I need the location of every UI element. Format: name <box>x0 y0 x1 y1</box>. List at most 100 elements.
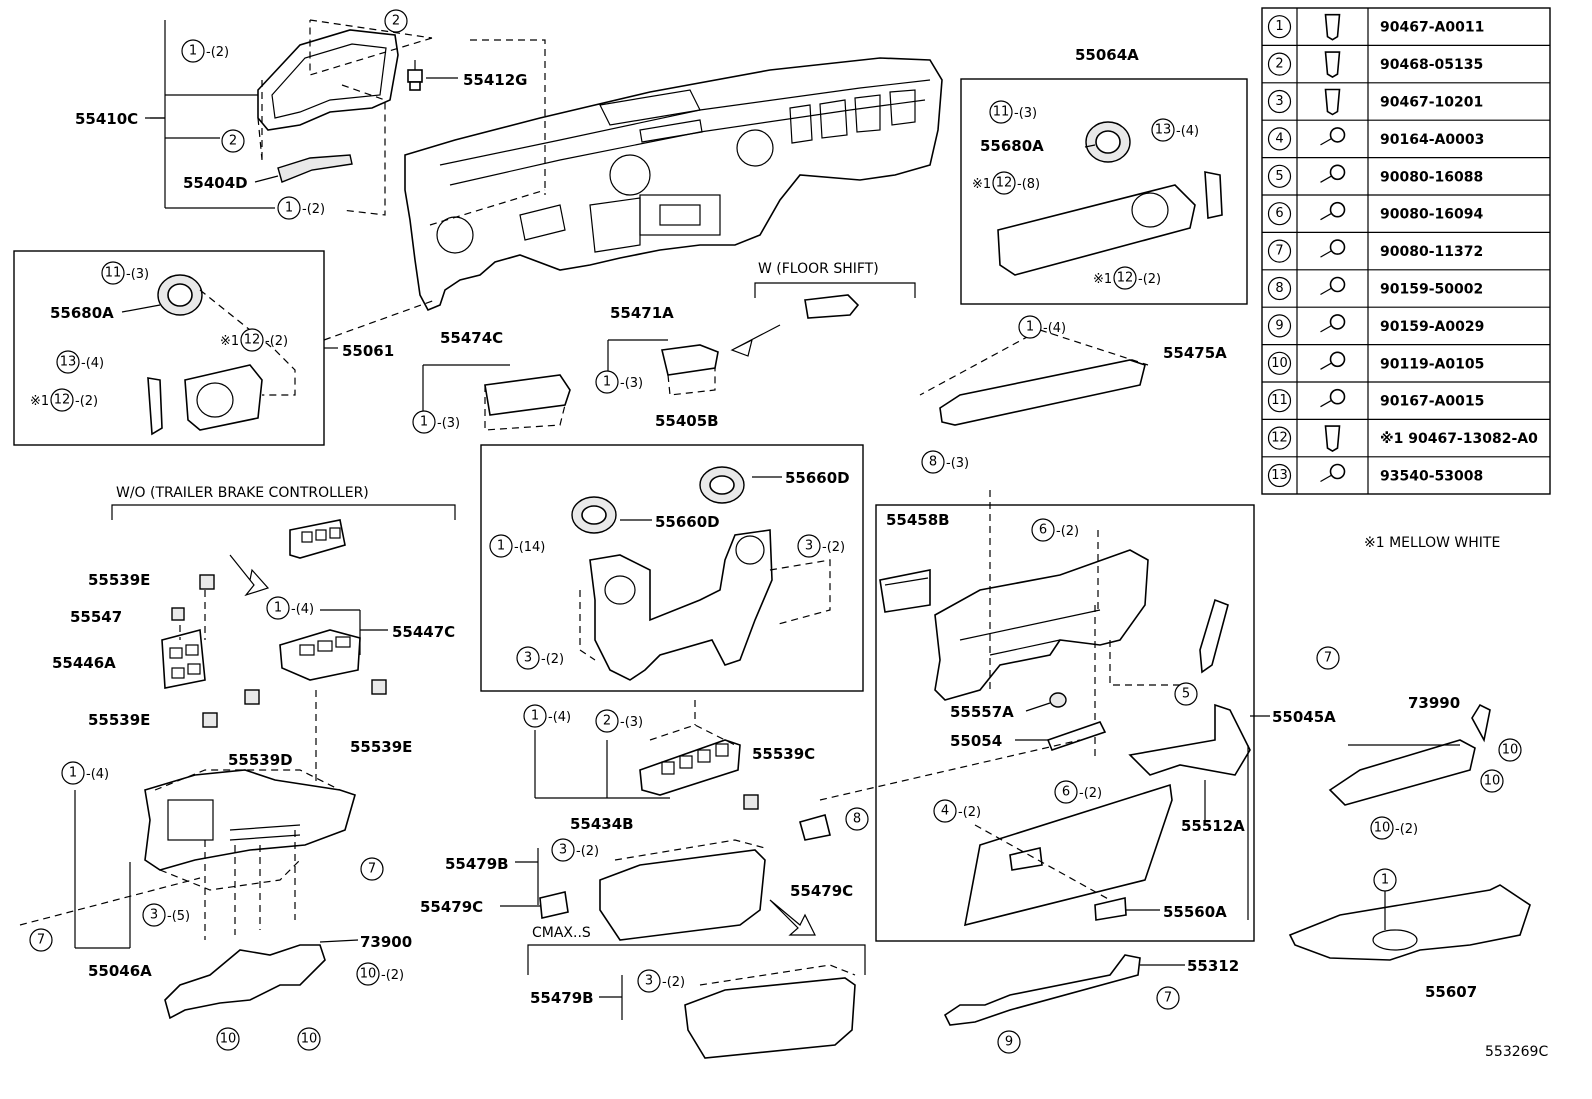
callout-circle <box>997 1030 1021 1054</box>
callout-number: 3 <box>524 651 532 666</box>
callout: 10 <box>1498 738 1522 762</box>
callout-number: 1 <box>603 375 611 390</box>
callout-circle <box>797 534 821 558</box>
part-label: 55458B <box>886 511 950 529</box>
callout-circle <box>1174 682 1198 706</box>
callout-quantity: -(4) <box>1043 321 1066 336</box>
fastener-part-number: 90467-10201 <box>1380 95 1483 111</box>
callout-number: 7 <box>368 862 376 877</box>
callout-circle <box>1031 518 1055 542</box>
callout-circle <box>297 1027 321 1051</box>
callout-circle <box>50 388 74 412</box>
fastener-number-circle <box>1267 52 1292 76</box>
fastener-icon <box>1324 13 1341 41</box>
callout-quantity: -(3) <box>437 416 460 431</box>
callout-quantity: -(3) <box>946 456 969 471</box>
callout: 5 <box>1174 682 1198 706</box>
fastener-number: 5 <box>1275 169 1283 184</box>
fastener-number-circle <box>1267 314 1292 338</box>
callout-number: 10 <box>1484 774 1501 789</box>
meter-trim-strip <box>277 154 353 183</box>
mellow-white-mark: ※1 <box>972 177 991 192</box>
instrument-panel-frame <box>404 57 943 312</box>
fastener-part-number: 90159-A0029 <box>1380 319 1484 335</box>
callout-circle <box>1156 986 1180 1010</box>
callout-quantity: -(2) <box>1056 524 1079 539</box>
fastener-number-circle <box>1267 239 1292 263</box>
part-label: 55479B <box>530 989 594 1007</box>
callout-circle <box>1113 266 1137 290</box>
callout-number: 1 <box>1026 320 1034 335</box>
part-label: 55312 <box>1187 957 1239 975</box>
callout: 10 <box>1480 769 1504 793</box>
part-label: 55660D <box>655 513 720 531</box>
mellow-white-mark: ※1 <box>1093 272 1112 287</box>
fastener-part-number: ※1 90467-13082-A0 <box>1380 431 1538 447</box>
callout-circle <box>356 962 380 986</box>
callout: 13-(4) <box>56 350 104 374</box>
callout-circle <box>1054 780 1078 804</box>
callout-circle <box>551 838 575 862</box>
diagram-id: 553269C <box>1485 1044 1548 1060</box>
callout-number: 3 <box>559 843 567 858</box>
callout-number: 2 <box>392 14 400 29</box>
callout-number: 10 <box>1502 743 1519 758</box>
callout-quantity: -(3) <box>620 715 643 730</box>
fastener-number: 11 <box>1271 393 1288 408</box>
fastener-number: 2 <box>1275 57 1283 72</box>
callout-quantity: -(5) <box>167 909 190 924</box>
callout: 1-(3) <box>412 410 460 434</box>
callout-circle <box>384 9 408 33</box>
callout: 1 <box>1373 868 1397 892</box>
fastener-number-circle <box>1267 164 1292 188</box>
fastener-number-circle <box>1267 127 1292 151</box>
callout-number: 2 <box>603 714 611 729</box>
fastener-icon <box>1320 201 1346 221</box>
bracket-73900 <box>164 944 326 1020</box>
callout: 3-(2) <box>551 838 599 862</box>
callout-circle <box>933 799 957 823</box>
part-label: 73900 <box>360 933 412 951</box>
callout: 7 <box>29 928 53 952</box>
callout-circle <box>1370 816 1394 840</box>
callout-circle <box>101 261 125 285</box>
callout-number: 3 <box>150 908 158 923</box>
callout: 8-(3) <box>921 450 969 474</box>
callout-circle <box>595 709 619 733</box>
part-label: 55046A <box>88 962 152 980</box>
part-label: 55446A <box>52 654 116 672</box>
fastener-part-number: 90080-16094 <box>1380 207 1483 223</box>
callout-quantity: -(3) <box>620 376 643 391</box>
callout: 2 <box>221 129 245 153</box>
callout-quantity: -(3) <box>1014 106 1037 121</box>
callout-number: 11 <box>105 266 122 281</box>
callout: 3-(2) <box>516 646 564 670</box>
part-label: 55064A <box>1075 46 1139 64</box>
callout-quantity: -(2) <box>206 45 229 60</box>
callout: 1 -(4) <box>1018 315 1066 339</box>
fastener-row: 12 ※1 90467-13082-A0 <box>1262 418 1550 453</box>
center-cluster-group <box>480 444 864 692</box>
part-labels: 55410C 55404D 55412G 55064A 55680A 55680… <box>50 46 1477 1007</box>
bracket-55312 <box>943 954 1141 1026</box>
callout-quantity: -(14) <box>514 540 545 555</box>
part-label: 55045A <box>1272 708 1336 726</box>
callout: 11-(3) <box>989 100 1037 124</box>
callout: 10-(2) <box>356 962 404 986</box>
callout-circle <box>56 350 80 374</box>
meter-hood <box>150 19 433 216</box>
part-label: 55474C <box>440 329 503 347</box>
callout-circle <box>845 807 869 831</box>
callout-quantity: -(2) <box>381 968 404 983</box>
callout-number: 10 <box>301 1032 318 1047</box>
fastener-number-circle <box>1267 463 1292 488</box>
fastener-number: 12 <box>1271 431 1288 446</box>
fastener-part-number: 90080-11372 <box>1380 244 1483 260</box>
